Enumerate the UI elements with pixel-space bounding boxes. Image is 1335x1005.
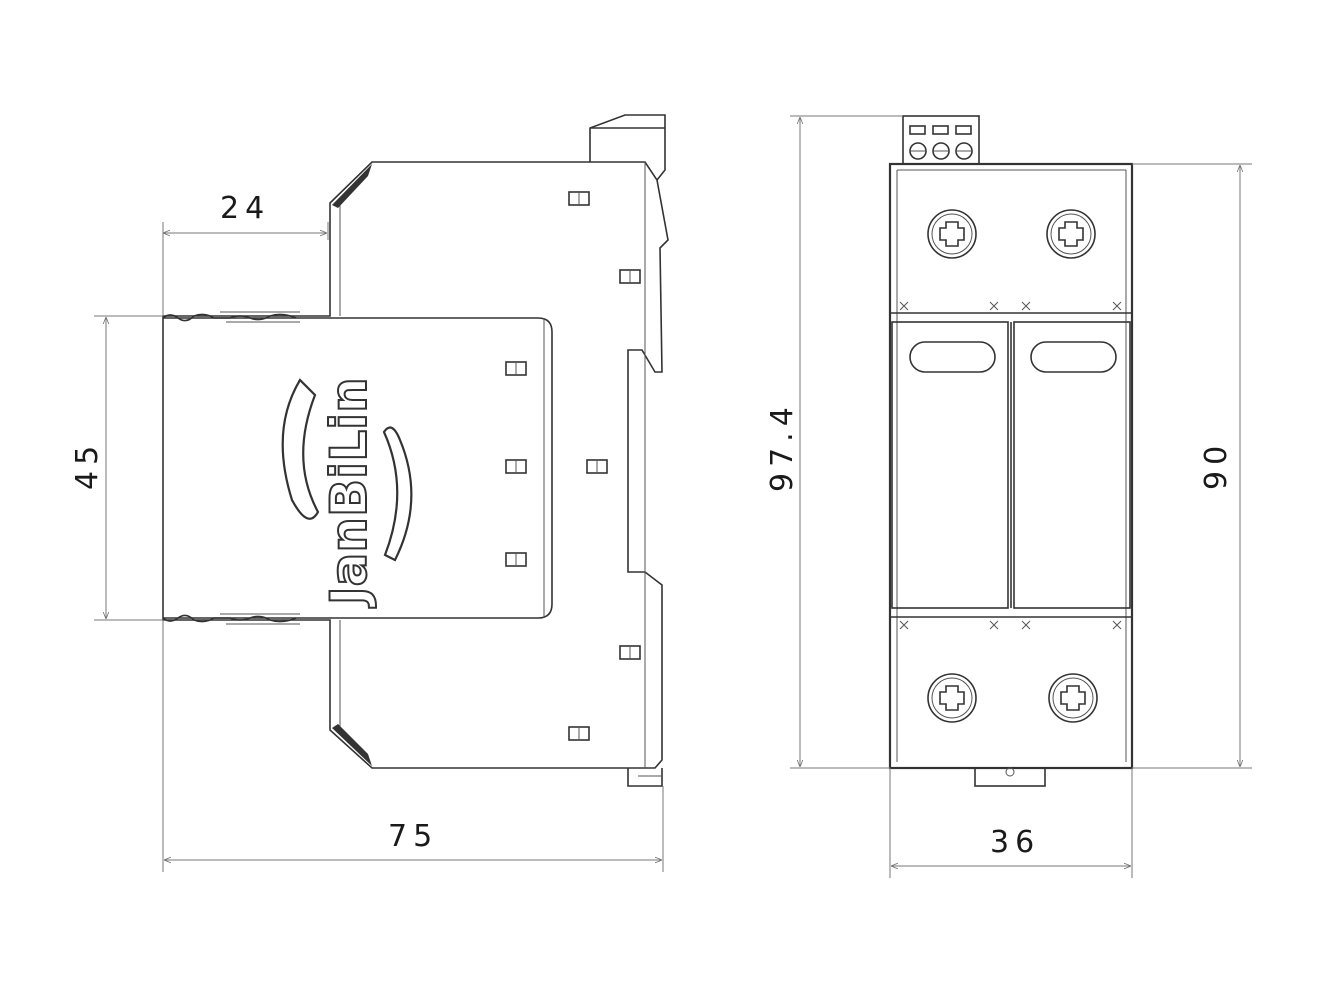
- screw-top-left-icon: [927, 209, 977, 259]
- indicator-windows: [505, 191, 641, 741]
- module-left-window: [909, 341, 996, 373]
- top-clip: [589, 114, 666, 181]
- dim-label-45: 45: [70, 440, 105, 490]
- signal-terminal: [902, 115, 980, 165]
- dim-label-75: 75: [388, 819, 438, 854]
- dim-24: 24: [162, 191, 329, 316]
- screw-bottom-left-icon: [927, 673, 977, 723]
- upper-latch-marks: [899, 301, 1122, 311]
- dim-90: 90: [1132, 163, 1252, 769]
- brand-logo: JanBiLin: [281, 376, 413, 609]
- screw-top-right-icon: [1046, 209, 1096, 259]
- dim-label-90: 90: [1199, 440, 1234, 490]
- dim-label-97-4: 97.4: [765, 401, 800, 492]
- grip-bottom: [162, 614, 297, 623]
- dim-75: 75: [162, 620, 664, 872]
- logo-text: JanBiLin: [320, 377, 378, 608]
- module-right-window: [1030, 341, 1117, 373]
- din-clip: [974, 767, 1046, 787]
- side-view: JanBiLin 24 45 75: [70, 114, 669, 872]
- lower-latch-marks: [899, 620, 1122, 630]
- module-right: [1013, 321, 1131, 609]
- grip-top: [162, 313, 297, 322]
- side-body-outline: [162, 161, 669, 769]
- bottom-chamfer: [332, 724, 372, 766]
- top-chamfer: [332, 164, 372, 208]
- front-view: 97.4 90 36: [765, 115, 1252, 878]
- bottom-clip: [627, 768, 663, 787]
- dim-label-24: 24: [220, 191, 270, 226]
- dim-97-4: 97.4: [765, 115, 903, 769]
- dim-label-36: 36: [990, 825, 1040, 860]
- dim-45: 45: [70, 315, 163, 621]
- dim-36: 36: [889, 768, 1133, 878]
- module-left: [891, 321, 1009, 609]
- screw-bottom-right-icon: [1048, 673, 1098, 723]
